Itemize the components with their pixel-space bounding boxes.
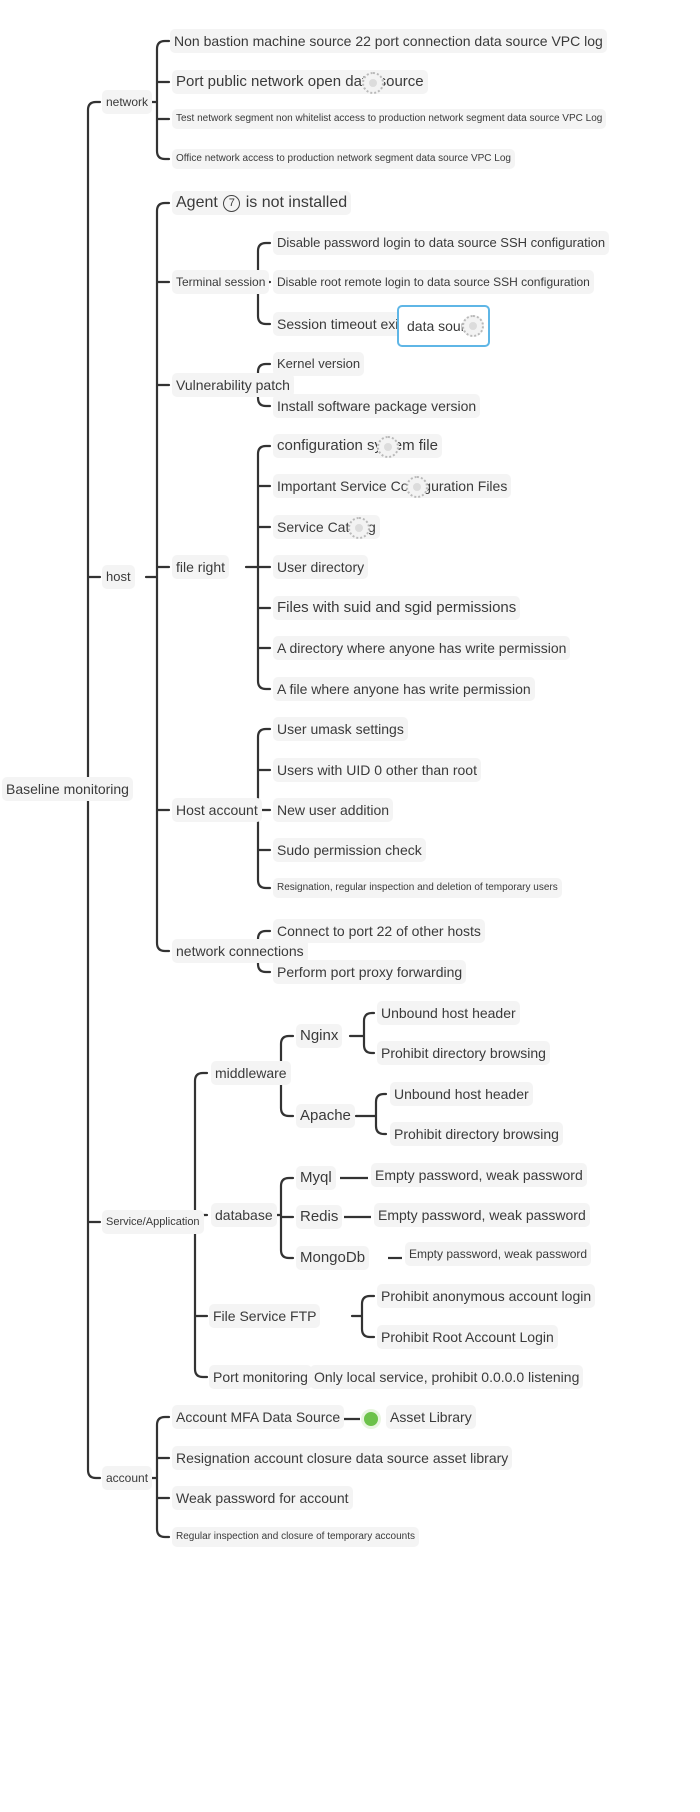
database-mongodb[interactable]: MongoDb (296, 1246, 370, 1270)
netconn-item-proxy[interactable]: Perform port proxy forwarding (273, 960, 467, 984)
host-account[interactable]: Host account (172, 798, 262, 822)
terminal-item-session-timeout[interactable]: Session timeout exit (273, 312, 407, 336)
host-file-right[interactable]: file right (172, 555, 230, 579)
account-item-uid0[interactable]: Users with UID 0 other than root (273, 758, 481, 782)
service-ftp[interactable]: File Service FTP (209, 1304, 321, 1328)
gear-icon (462, 315, 484, 337)
branch-service-application[interactable]: Service/Application (102, 1210, 204, 1234)
file-item-suid-sgid[interactable]: Files with suid and sgid permissions (273, 596, 521, 620)
account-item-sudo[interactable]: Sudo permission check (273, 838, 426, 862)
account-item-temp-closure[interactable]: Regular inspection and closure of tempor… (172, 1527, 420, 1547)
mongodb-item-weak-password[interactable]: Empty password, weak password (405, 1242, 592, 1266)
nginx-item-dir-browsing[interactable]: Prohibit directory browsing (377, 1041, 550, 1065)
file-item-config-system[interactable]: configuration system file (273, 434, 442, 458)
service-port-monitoring[interactable]: Port monitoring (209, 1365, 312, 1389)
host-vulnerability-patch[interactable]: Vulnerability patch (172, 373, 294, 397)
gear-icon (406, 476, 428, 498)
vulnerability-item-packages[interactable]: Install software package version (273, 394, 481, 418)
file-item-service-config[interactable]: Important Service Configuration Files (273, 474, 512, 498)
host-terminal-session[interactable]: Terminal session (172, 270, 270, 294)
gear-icon (362, 72, 384, 94)
branch-account[interactable]: account (102, 1466, 153, 1490)
service-database[interactable]: database (211, 1203, 277, 1227)
terminal-item-root-login[interactable]: Disable root remote login to data source… (273, 270, 594, 294)
agent-count-badge: 7 (223, 195, 241, 212)
host-agent-not-installed[interactable]: Agent 7 is not installed (172, 191, 352, 215)
agent-prefix: Agent (176, 194, 218, 211)
database-redis[interactable]: Redis (296, 1205, 343, 1229)
account-mfa-data-source[interactable]: Account MFA Data Source (172, 1405, 345, 1429)
account-item-temp-users[interactable]: Resignation, regular inspection and dele… (273, 878, 562, 898)
netconn-item-port22[interactable]: Connect to port 22 of other hosts (273, 919, 485, 943)
apache-item-host-header[interactable]: Unbound host header (390, 1082, 533, 1106)
agent-suffix: is not installed (245, 194, 348, 211)
connector (270, 1176, 295, 1260)
check-circle-icon (361, 1409, 381, 1429)
account-item-umask[interactable]: User umask settings (273, 717, 408, 741)
connector (244, 444, 272, 691)
connector (354, 1092, 388, 1136)
branch-host[interactable]: host (102, 565, 135, 589)
vulnerability-item-kernel[interactable]: Kernel version (273, 352, 365, 376)
host-network-connections[interactable]: network connections (172, 939, 308, 963)
redis-item-weak-password[interactable]: Empty password, weak password (374, 1203, 590, 1227)
branch-network[interactable]: network (102, 90, 153, 114)
port-item-local-only[interactable]: Only local service, prohibit 0.0.0.0 lis… (310, 1365, 584, 1389)
ftp-item-root-login[interactable]: Prohibit Root Account Login (377, 1325, 558, 1349)
account-item-weak-password[interactable]: Weak password for account (172, 1486, 353, 1510)
middleware-apache[interactable]: Apache (296, 1104, 355, 1128)
gear-icon (377, 436, 399, 458)
connector (350, 1294, 376, 1339)
connector (144, 201, 171, 953)
service-middleware[interactable]: middleware (211, 1061, 291, 1085)
network-item-test-segment[interactable]: Test network segment non whitelist acces… (172, 109, 607, 129)
mfa-asset-library[interactable]: Asset Library (386, 1405, 476, 1429)
network-item-ssh-vpc[interactable]: Non bastion machine source 22 port conne… (170, 29, 607, 53)
network-item-office-network[interactable]: Office network access to production netw… (172, 149, 515, 169)
connector (348, 1011, 376, 1055)
apache-item-dir-browsing[interactable]: Prohibit directory browsing (390, 1122, 563, 1146)
root-node[interactable]: Baseline monitoring (2, 777, 133, 801)
connector (144, 39, 171, 161)
gear-icon (348, 517, 370, 539)
connector (144, 1415, 171, 1539)
nginx-item-host-header[interactable]: Unbound host header (377, 1001, 520, 1025)
file-item-world-writable-dir[interactable]: A directory where anyone has write permi… (273, 636, 571, 660)
terminal-item-password-login[interactable]: Disable password login to data source SS… (273, 231, 610, 255)
account-item-resignation[interactable]: Resignation account closure data source … (172, 1446, 513, 1470)
account-item-new-user[interactable]: New user addition (273, 798, 394, 822)
middleware-nginx[interactable]: Nginx (296, 1024, 343, 1048)
mysql-item-weak-password[interactable]: Empty password, weak password (371, 1163, 587, 1187)
database-mysql[interactable]: Myql (296, 1166, 336, 1190)
file-item-world-writable-file[interactable]: A file where anyone has write permission (273, 677, 535, 701)
network-item-public-port[interactable]: Port public network open data source (172, 70, 428, 94)
selected-data-source-node[interactable]: data source (397, 305, 491, 347)
ftp-item-anonymous[interactable]: Prohibit anonymous account login (377, 1284, 596, 1308)
file-item-user-directory[interactable]: User directory (273, 555, 369, 579)
